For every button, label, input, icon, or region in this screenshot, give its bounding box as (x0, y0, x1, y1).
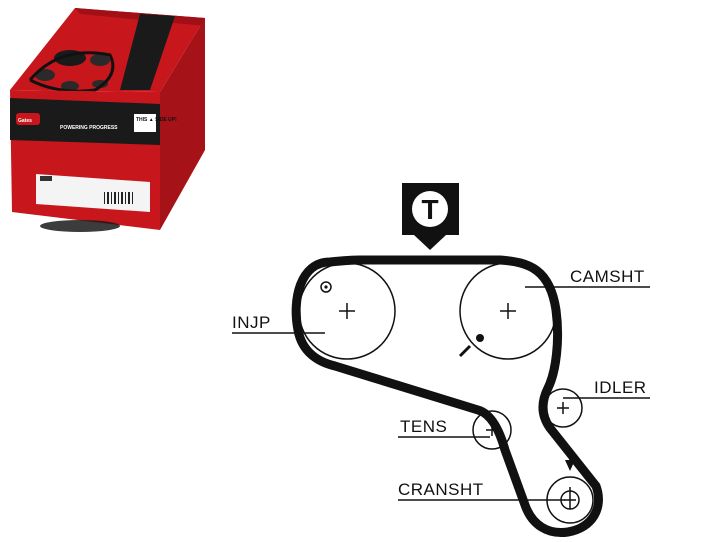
label-cranshft: CRANSHT (398, 480, 484, 499)
crankshaft-pulley (546, 452, 594, 524)
box-slogan: POWERING PROGRESS (60, 125, 118, 131)
side-up-sticker (134, 114, 156, 132)
orientation-note: THIS ▲ SIDE UP! (136, 117, 177, 123)
label-idler: IDLER (594, 378, 647, 397)
timing-mark-letter: T (421, 194, 438, 225)
injection-pump-pulley (298, 262, 396, 360)
label-injp: INJP (232, 313, 271, 332)
label-tens: TENS (400, 417, 447, 436)
leader-lines (232, 286, 650, 501)
label-camsht: CAMSHT (570, 267, 645, 286)
barcode (104, 192, 133, 204)
svg-text:Gates: Gates (18, 118, 32, 124)
camshaft-timing-mark-icon (476, 334, 484, 342)
crankshaft-timing-arrow-icon (565, 460, 575, 471)
camshaft-pulley (458, 262, 557, 360)
box-side-face (160, 18, 205, 230)
timing-mark-badge: T (402, 183, 459, 250)
product-box-image: Gates POWERING PROGRESS THIS ▲ SIDE UP! (10, 8, 205, 232)
tensioner-pulley (472, 410, 512, 450)
injp-timing-mark-icon (320, 281, 332, 293)
timing-belt (291, 255, 603, 538)
gates-logo: Gates (16, 113, 40, 125)
idler-pulley (543, 388, 583, 428)
belt-kit-illustration (28, 50, 115, 93)
